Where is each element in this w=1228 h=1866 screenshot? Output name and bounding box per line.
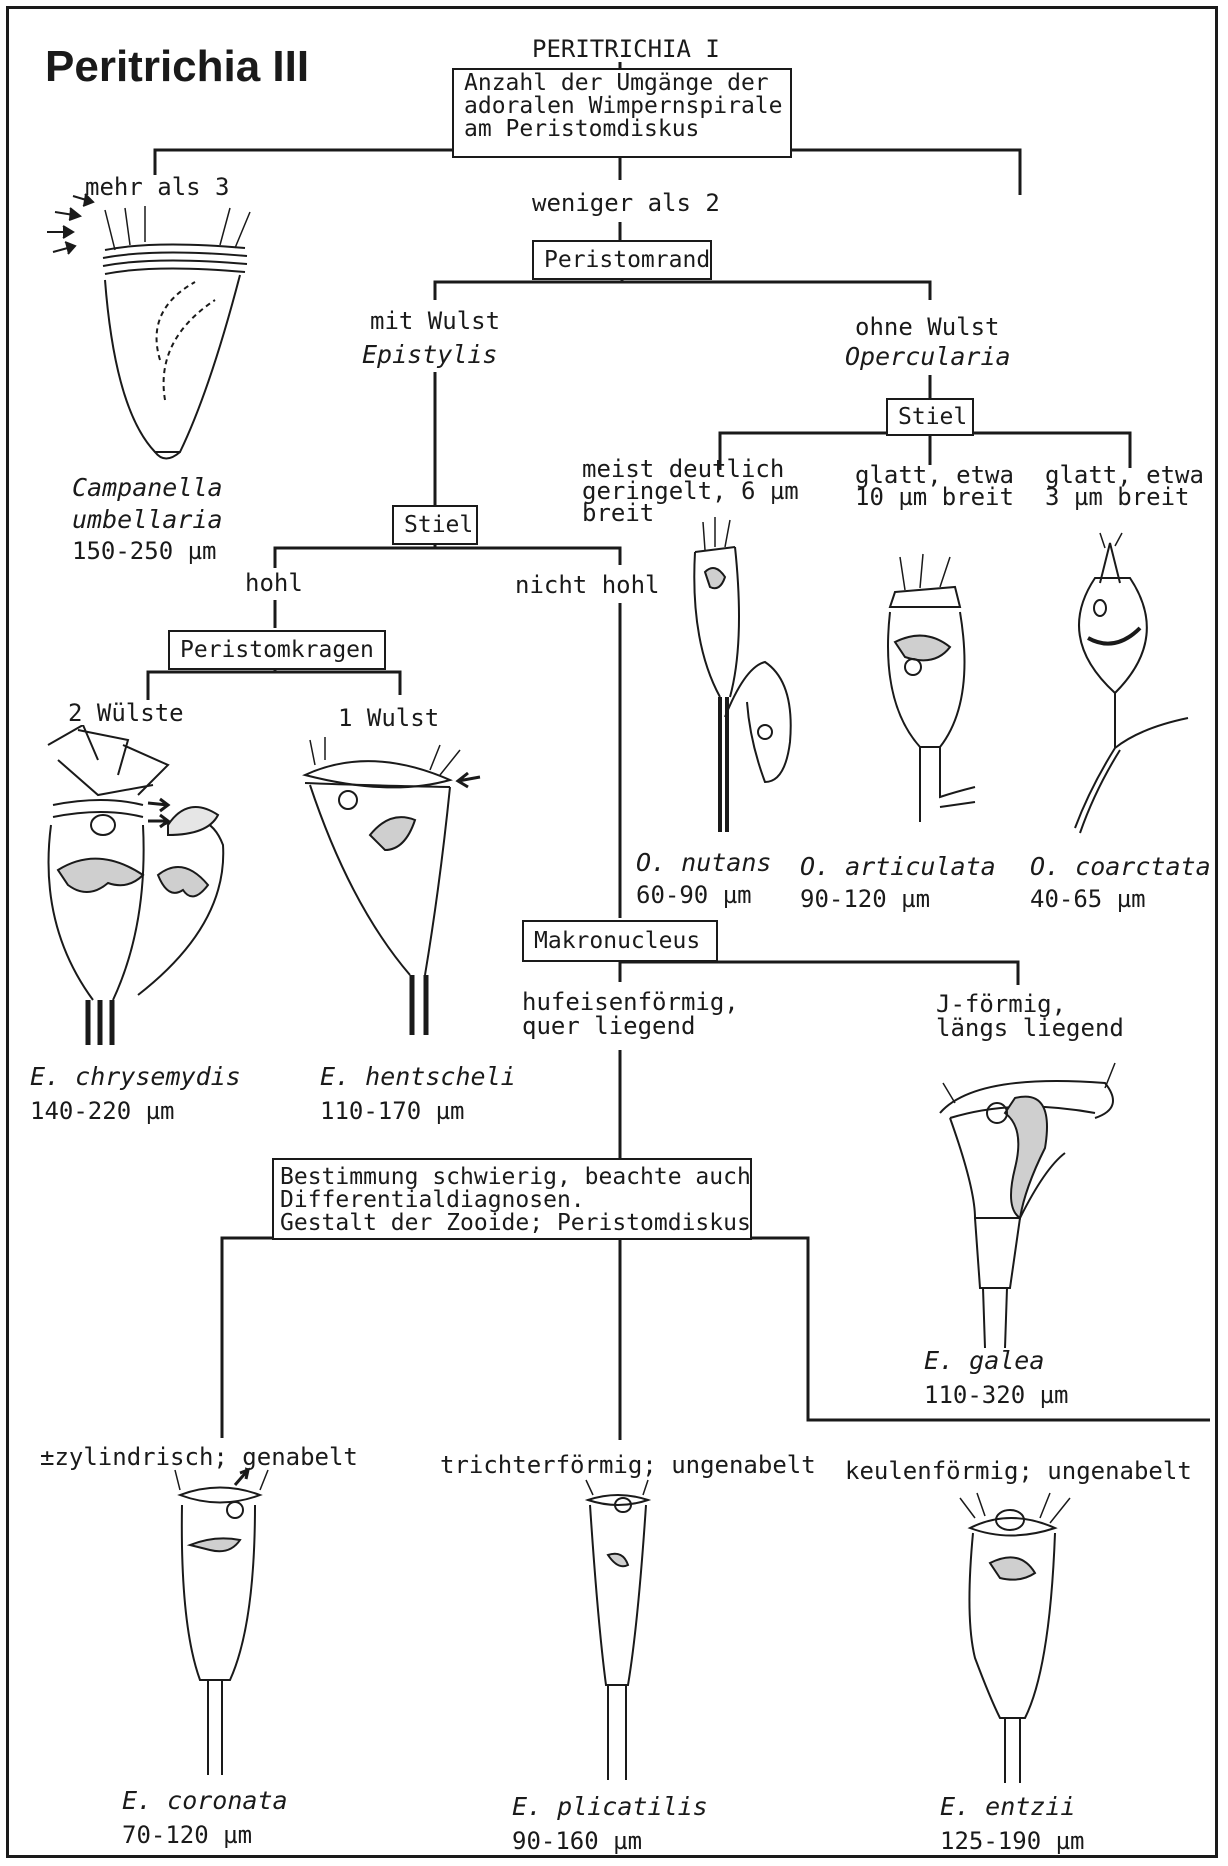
nutans-size: 60-90 µm [636, 882, 752, 908]
epistylis-stiel-box: Stiel [392, 505, 478, 545]
bestimmung-box: Bestimmung schwierig, beachte auch Diffe… [272, 1158, 752, 1240]
chrysemydis-size: 140-220 µm [30, 1098, 175, 1124]
chrysemydis-name: E. chrysemydis [30, 1064, 241, 1090]
hentscheli-size: 110-170 µm [320, 1098, 465, 1124]
articulata-stiel-label: glatt, etwa 10 µm breit [855, 464, 1014, 508]
nutans-name: O. nutans [636, 850, 771, 876]
campanella-umbellaria-drawing [45, 190, 270, 470]
entzii-name: E. entzii [940, 1794, 1075, 1820]
peristomkragen-connectors [148, 670, 400, 700]
plicatilis-drawing [568, 1475, 668, 1790]
galea-drawing [935, 1058, 1125, 1350]
opercularia-label: ohne Wulst [855, 314, 1000, 340]
coronata-drawing [160, 1465, 295, 1785]
epistylis-label: mit Wulst [370, 308, 500, 334]
coarctata-name: O. coarctata [1030, 854, 1211, 880]
campanella-arrows [47, 194, 93, 254]
peristomrand-box: Peristomrand [532, 240, 712, 280]
articulata-drawing [875, 552, 1005, 842]
coronata-name: E. coronata [122, 1788, 288, 1814]
nutans-drawing [675, 512, 825, 837]
nicht-hohl-label: nicht hohl [515, 572, 660, 598]
peristomkragen-box: Peristomkragen [168, 630, 386, 670]
two-wuelste-label: 2 Wülste [68, 700, 184, 726]
articulata-name: O. articulata [800, 854, 996, 880]
hohl-label: hohl [245, 570, 303, 596]
articulata-size: 90-120 µm [800, 886, 930, 912]
galea-name: E. galea [924, 1348, 1044, 1374]
chrysemydis-drawing [18, 725, 240, 1045]
plicatilis-name: E. plicatilis [512, 1794, 708, 1820]
coarctata-drawing [1060, 528, 1210, 840]
hentscheli-drawing [290, 735, 485, 1045]
galea-size: 110-320 µm [924, 1382, 1069, 1408]
opercularia-stiel-box: Stiel [886, 398, 974, 436]
hufeisen-label: hufeisenförmig, quer liegend [522, 990, 739, 1038]
campanella-name: Campanella umbellaria [72, 472, 223, 536]
entzii-drawing [955, 1468, 1080, 1790]
j-foermig-label: J-förmig, längs liegend [936, 992, 1124, 1040]
plicatilis-size: 90-160 µm [512, 1828, 642, 1854]
makronucleus-box: Makronucleus [522, 920, 718, 962]
root-label: PERITRICHIA I [532, 36, 720, 62]
page-title: Peritrichia III [45, 42, 309, 92]
campanella-size: 150-250 µm [72, 538, 217, 564]
entzii-size: 125-190 µm [940, 1828, 1085, 1854]
branch-less-label: weniger als 2 [532, 190, 720, 216]
coronata-size: 70-120 µm [122, 1822, 252, 1848]
root-question-box: Anzahl der Umgänge der adoralen Wimperns… [452, 68, 792, 158]
coarctata-stiel-label: glatt, etwa 3 µm breit [1045, 464, 1204, 508]
coarctata-size: 40-65 µm [1030, 886, 1146, 912]
opercularia-genus: Opercularia [845, 344, 1011, 370]
epistylis-genus: Epistylis [362, 342, 497, 368]
hentscheli-name: E. hentscheli [320, 1064, 516, 1090]
one-wulst-label: 1 Wulst [338, 705, 439, 731]
